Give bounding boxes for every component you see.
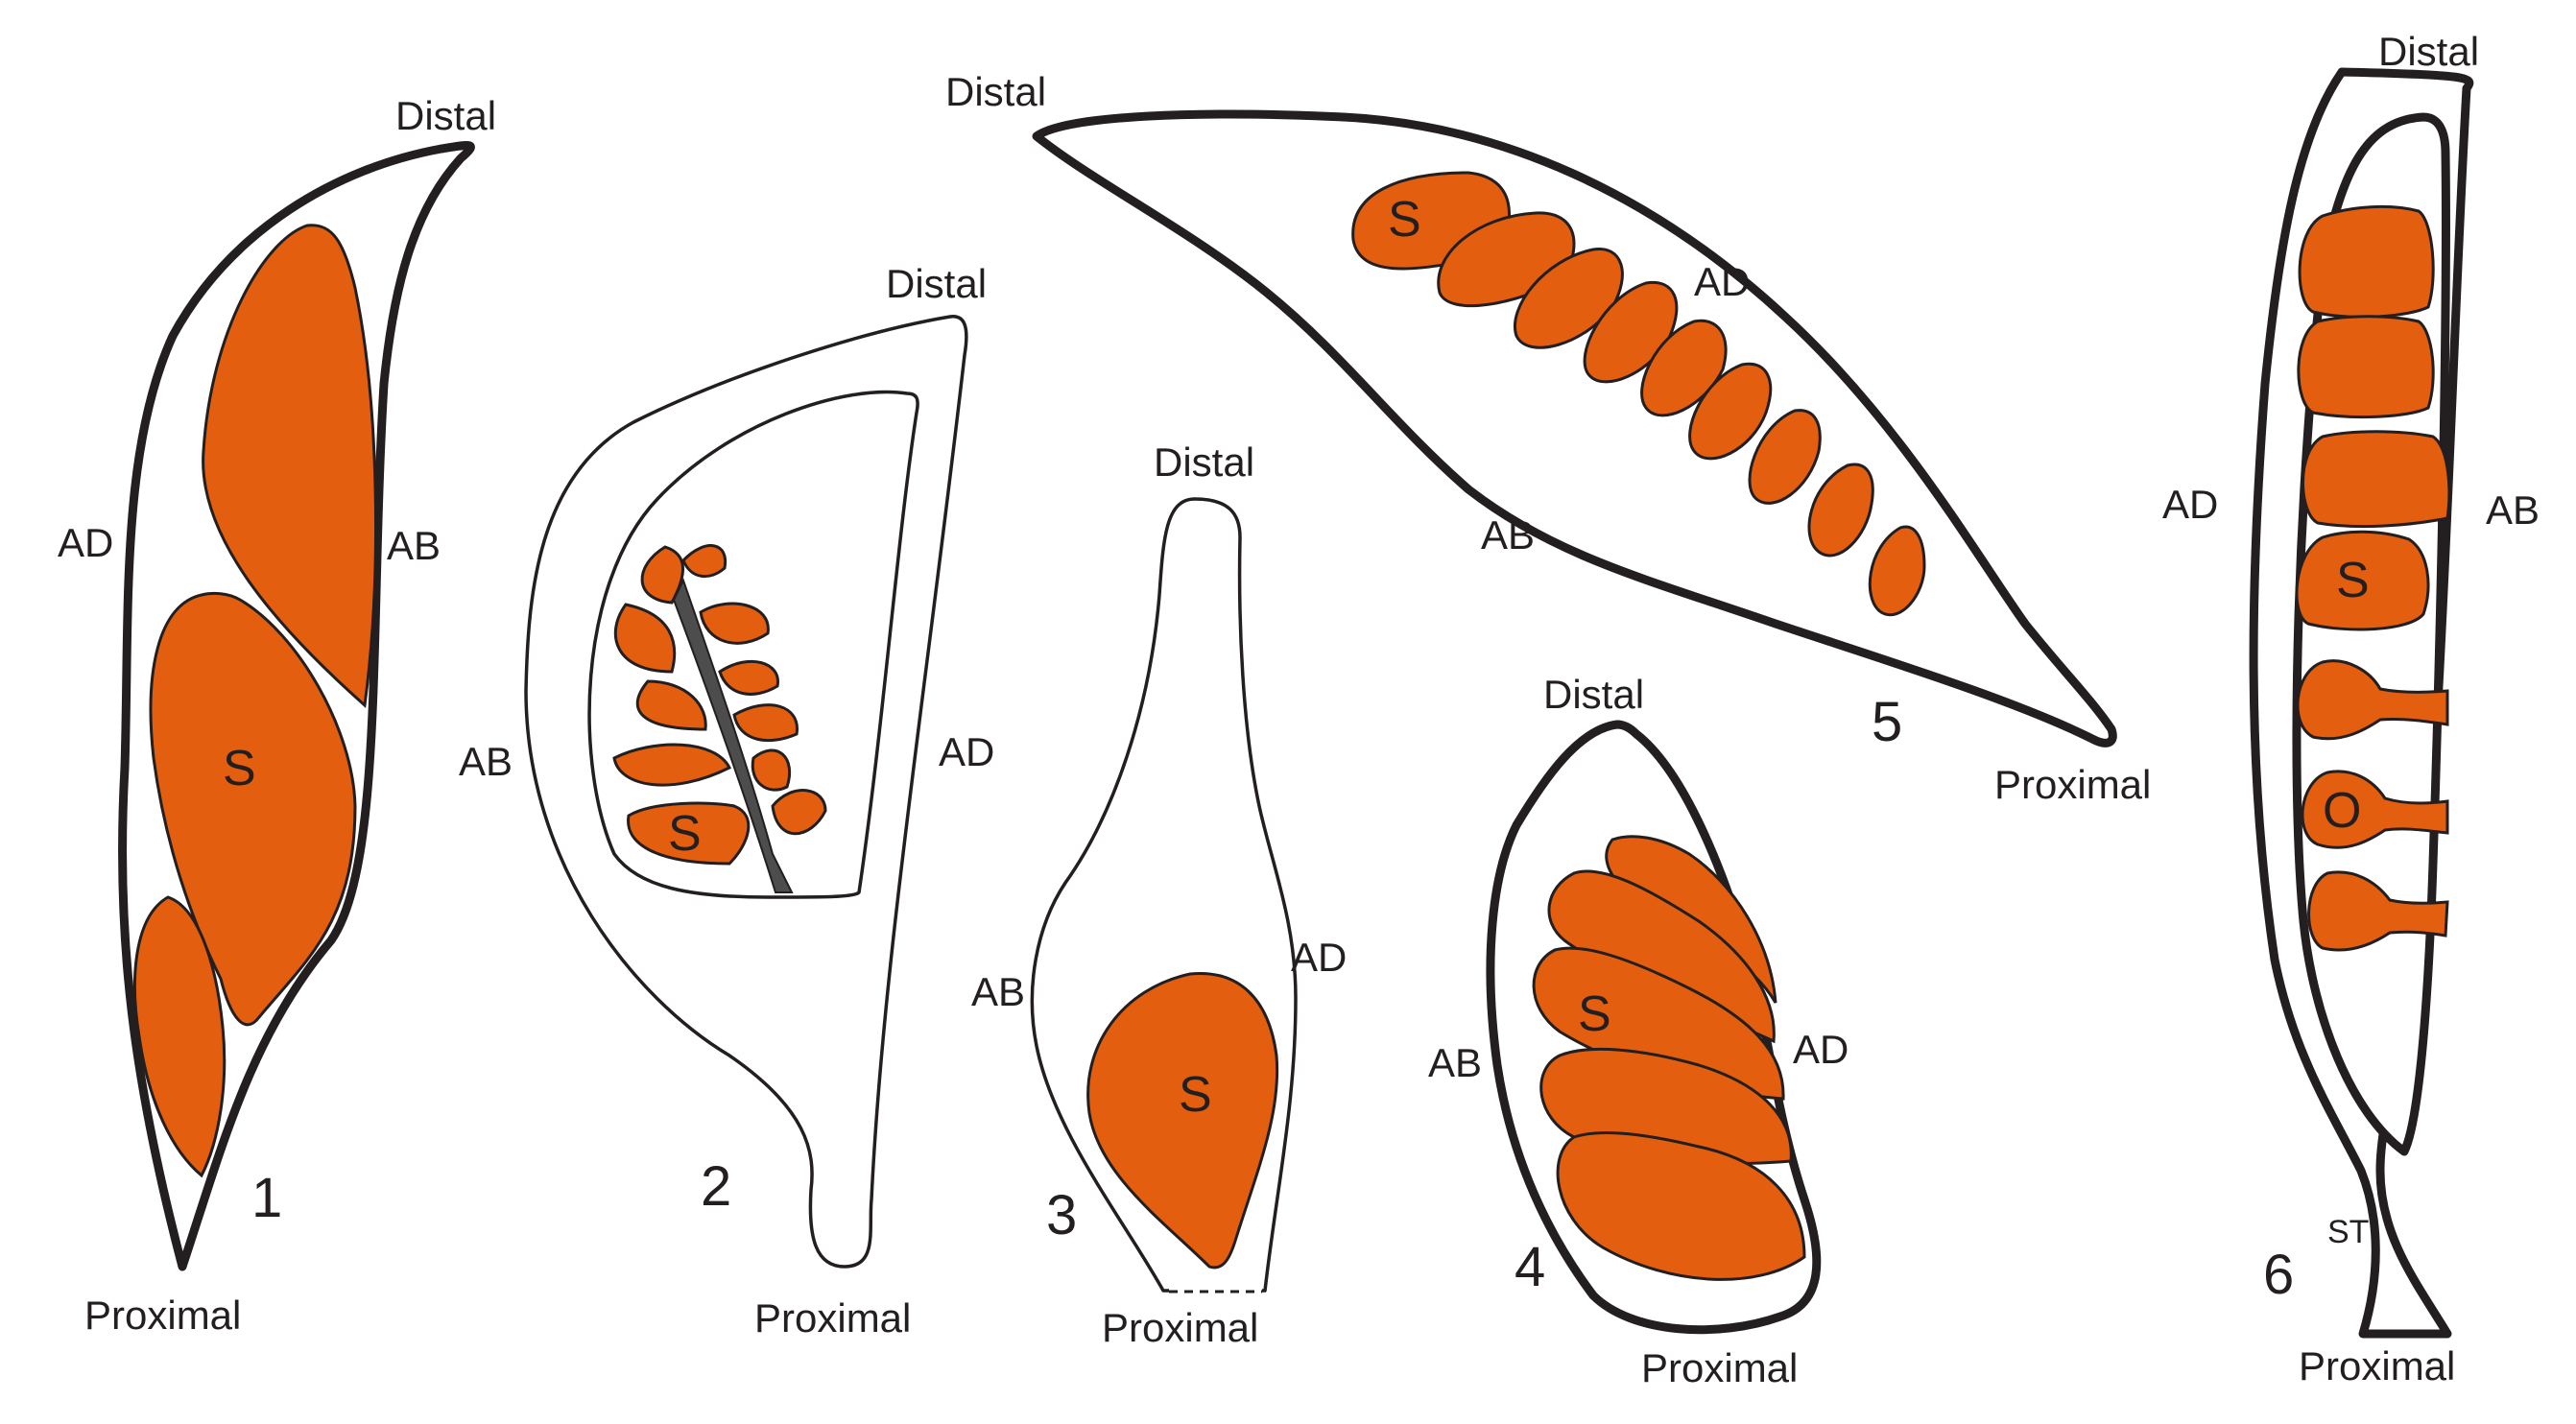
panel-2: Distal AB AD S 2 Proximal: [459, 261, 994, 1341]
panel-4-proximal-label: Proximal: [1641, 1345, 1798, 1390]
panel-6-ab-label: AB: [2486, 487, 2540, 533]
panel-5-distal-label: Distal: [945, 69, 1046, 114]
panel-6-number: 6: [2263, 1244, 2294, 1306]
panel-6-ad-label: AD: [2162, 482, 2218, 527]
panel-1-ad-label: AD: [58, 520, 113, 565]
panel-6-distal-label: Distal: [2378, 29, 2479, 74]
panel-3-ad-label: AD: [1291, 935, 1347, 980]
panel-5-seed-label: S: [1388, 192, 1421, 248]
panel-5-seed-9: [1868, 525, 1926, 616]
panel-1-proximal-label: Proximal: [84, 1293, 241, 1338]
panel-1-seed-upper: [202, 224, 377, 708]
panel-6-stalk-label: ST: [2327, 1214, 2369, 1250]
panel-2-seed-c: [613, 603, 677, 674]
panel-1-seed-main: [149, 591, 357, 1027]
panel-1-distal-label: Distal: [395, 93, 496, 138]
panel-2-seed-j: [771, 789, 827, 836]
panel-1-seed-lower: [132, 895, 227, 1178]
panel-6-seed-5: [2296, 659, 2449, 741]
panel-2-seed-f: [718, 659, 779, 696]
panel-2-axis: [672, 578, 794, 893]
panel-5-number: 5: [1872, 691, 1902, 753]
panel-6-seed-1: [2298, 204, 2435, 319]
panel-5-scale-outline: [1032, 109, 2117, 748]
panel-4-ab-label: AB: [1428, 1040, 1482, 1085]
panel-2-seed-g: [732, 703, 799, 743]
panel-6-seed-7: [2307, 870, 2449, 952]
panel-4-distal-label: Distal: [1543, 672, 1644, 717]
panel-5-ab-label: AB: [1481, 512, 1535, 558]
panel-6-seed-label: S: [2336, 553, 2370, 608]
panel-4-seed-3: [1532, 946, 1785, 1101]
panel-5-seed-5: [1640, 319, 1728, 417]
panel-6-proximal-label: Proximal: [2299, 1343, 2455, 1388]
panel-2-seed-label: S: [668, 806, 702, 862]
panel-2-ab-label: AB: [459, 739, 513, 784]
panel-2-seed-b: [681, 544, 727, 578]
panel-5-seed-7: [1748, 409, 1822, 505]
panel-6-seed-2: [2297, 315, 2435, 419]
panel-4-seed-5: [1556, 1130, 1806, 1281]
panel-6-seed-s: [2295, 530, 2430, 631]
panel-4-ad-label: AD: [1793, 1027, 1849, 1072]
panel-4: Distal AB AD S 4 Proximal: [1428, 672, 1849, 1390]
panel-2-seed-s: [627, 801, 751, 866]
panel-2-distal-label: Distal: [886, 261, 987, 306]
panel-3-number: 3: [1046, 1184, 1077, 1246]
panel-5-proximal-label: Proximal: [1994, 762, 2151, 807]
panel-4-seed-label: S: [1578, 986, 1611, 1042]
panel-1-seed-label: S: [223, 741, 256, 796]
panel-2-seed-e: [635, 679, 707, 731]
panel-1-ab-label: AB: [387, 523, 441, 568]
panel-5: Distal AD AB S 5 Proximal: [945, 69, 2151, 807]
panel-5-seed-3: [1514, 247, 1624, 349]
panel-5-seed-8: [1807, 463, 1874, 558]
panel-6: Distal AD AB S O ST 6 Proximal: [2162, 29, 2540, 1388]
panel-2-seed-a: [640, 545, 684, 605]
panel-3-seed: [1086, 971, 1279, 1270]
panel-4-seed-2: [1547, 869, 1776, 1044]
panel-2-proximal-label: Proximal: [754, 1295, 911, 1341]
panel-1: Distal AD AB S 1 Proximal: [58, 93, 496, 1338]
panel-1-number: 1: [251, 1167, 282, 1229]
panel-4-number: 4: [1515, 1236, 1545, 1298]
panel-3: Distal AB AD S 3 Proximal: [971, 439, 1347, 1350]
panel-2-number: 2: [701, 1155, 731, 1218]
panel-5-seed-6: [1688, 362, 1773, 461]
panel-2-seed-i: [751, 748, 792, 792]
panel-6-ovule-label: O: [2323, 783, 2361, 839]
panel-3-ab-label: AB: [971, 969, 1025, 1014]
panel-3-distal-label: Distal: [1154, 439, 1254, 485]
panel-6-ovule: [2301, 770, 2449, 849]
panel-2-ad-label: AD: [939, 729, 994, 774]
panel-3-proximal-label: Proximal: [1102, 1305, 1258, 1350]
panel-6-seed-3: [2302, 430, 2451, 529]
panel-5-ad-label: AD: [1694, 259, 1750, 304]
panel-2-seed-d: [699, 602, 770, 645]
panel-2-seed-h: [612, 743, 732, 787]
panel-3-seed-label: S: [1179, 1067, 1212, 1123]
